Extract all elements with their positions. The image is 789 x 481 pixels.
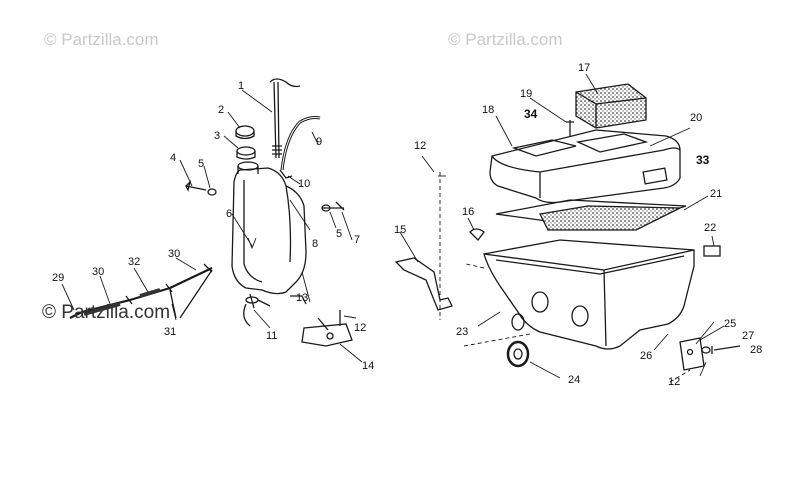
callout-12a: 12 xyxy=(414,140,427,152)
watermark-top-right: © Partzilla.com xyxy=(448,30,563,49)
callout-8: 8 xyxy=(312,238,319,250)
callout-14: 14 xyxy=(362,360,375,372)
leader-lines-right xyxy=(399,73,725,383)
callout-12b: 12 xyxy=(354,322,367,334)
callout-15: 15 xyxy=(394,224,407,236)
inlet-ring xyxy=(506,340,530,368)
callout-30b: 30 xyxy=(168,248,181,260)
lid-screw xyxy=(566,120,574,136)
callout-4: 4 xyxy=(170,152,177,164)
oil-line xyxy=(69,267,213,319)
lid-slot xyxy=(642,167,668,185)
mounting-bracket xyxy=(394,257,453,311)
callout-33: 33 xyxy=(696,153,710,167)
air-box-base xyxy=(483,239,695,350)
clip xyxy=(469,228,485,241)
callout-6: 6 xyxy=(226,208,233,220)
callout-23: 23 xyxy=(456,326,469,338)
oil-cap xyxy=(235,125,255,137)
callout-5a: 5 xyxy=(198,158,205,170)
callout-30a: 30 xyxy=(92,266,105,278)
leader-lines-left xyxy=(61,89,363,363)
callout-12c: 12 xyxy=(668,376,681,388)
callout-2: 2 xyxy=(218,104,225,116)
outlet-fitting xyxy=(243,293,271,327)
air-box-assembly xyxy=(394,83,741,371)
callout-28: 28 xyxy=(750,344,763,356)
callout-29: 29 xyxy=(52,272,65,284)
foam-block xyxy=(575,83,647,129)
callout-34: 34 xyxy=(524,107,538,121)
callout-9: 9 xyxy=(316,136,323,148)
callout-32: 32 xyxy=(128,256,141,268)
oil-tank-rib xyxy=(285,185,292,263)
callout-20: 20 xyxy=(690,112,703,124)
screw xyxy=(185,179,207,192)
box-hole xyxy=(511,313,525,331)
callout-22: 22 xyxy=(704,222,717,234)
dipstick xyxy=(273,81,280,159)
grommet xyxy=(236,146,256,156)
line-clamp xyxy=(125,263,213,305)
fitting xyxy=(279,169,293,179)
air-box-lid xyxy=(489,129,681,204)
callout-10: 10 xyxy=(298,178,311,190)
grommet-right xyxy=(703,245,721,257)
callout-27: 27 xyxy=(742,330,755,342)
callout-11: 11 xyxy=(266,330,278,342)
callout-21: 21 xyxy=(710,188,723,200)
watermark-bottom-left: © Partzilla.com xyxy=(42,302,171,323)
callout-13: 13 xyxy=(296,292,309,304)
callout-31: 31 xyxy=(164,326,177,338)
callout-1: 1 xyxy=(238,80,245,92)
tank-bracket xyxy=(301,323,353,347)
callout-3: 3 xyxy=(214,130,221,142)
washer xyxy=(207,188,217,196)
filter-element xyxy=(539,205,681,231)
callout-19: 19 xyxy=(520,88,533,100)
callout-26: 26 xyxy=(640,350,653,362)
callout-16: 16 xyxy=(462,206,475,218)
box-hole xyxy=(571,305,589,327)
callout-25: 25 xyxy=(724,318,737,330)
callout-5b: 5 xyxy=(336,228,343,240)
callout-17: 17 xyxy=(578,62,591,74)
callout-24: 24 xyxy=(568,374,581,386)
watermark-top-left: © Partzilla.com xyxy=(44,30,159,49)
callout-18: 18 xyxy=(482,104,495,116)
oil-tank xyxy=(231,167,307,295)
callout-7: 7 xyxy=(354,234,361,246)
oil-tank-assembly xyxy=(69,78,353,347)
bolt xyxy=(322,201,345,211)
box-hole xyxy=(531,291,549,313)
